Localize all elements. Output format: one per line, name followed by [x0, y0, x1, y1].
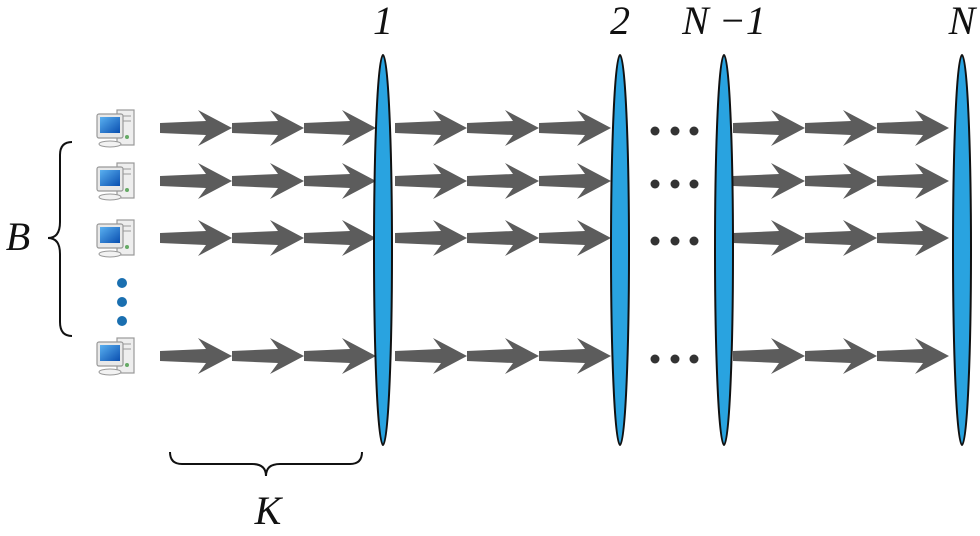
arrow	[467, 338, 539, 374]
ellipsis-dot	[650, 236, 660, 246]
ellipsis-dot	[650, 354, 660, 364]
arrow	[733, 163, 805, 199]
arrow	[232, 163, 304, 199]
arrow	[232, 110, 304, 146]
ellipsis-dot	[670, 179, 680, 189]
arrow	[733, 220, 805, 256]
computer-icon	[96, 219, 135, 258]
ellipsis-dot	[650, 126, 660, 136]
steps-brace	[169, 451, 363, 477]
arrow	[877, 338, 949, 374]
batch-label-b: B	[6, 214, 30, 259]
arrow	[539, 110, 611, 146]
computer-icon	[96, 337, 135, 376]
arrow	[160, 338, 232, 374]
arrow	[467, 163, 539, 199]
arrow	[160, 163, 232, 199]
arrow	[160, 110, 232, 146]
arrow	[539, 338, 611, 374]
arrow	[805, 110, 877, 146]
arrow	[395, 338, 467, 374]
steps-label-k: K	[254, 488, 284, 533]
stage-lens	[373, 54, 393, 446]
ellipsis-dot	[670, 126, 680, 136]
more-rows-dot	[117, 278, 127, 288]
arrow	[805, 163, 877, 199]
arrow	[395, 163, 467, 199]
stage-label-n: N	[948, 0, 978, 43]
ellipsis-dot	[689, 354, 699, 364]
arrow	[539, 220, 611, 256]
stage-lens	[714, 54, 734, 446]
ellipsis-dot	[689, 236, 699, 246]
arrow	[232, 338, 304, 374]
stage-label-1: 1	[373, 0, 393, 43]
arrow	[160, 220, 232, 256]
ellipsis-dot	[650, 179, 660, 189]
arrow	[304, 338, 376, 374]
arrow	[877, 110, 949, 146]
ellipsis-dot	[689, 126, 699, 136]
ellipsis-dot	[670, 354, 680, 364]
arrows-layer	[160, 110, 949, 374]
arrow	[304, 220, 376, 256]
arrow	[877, 163, 949, 199]
stage-lens	[610, 54, 630, 446]
arrow	[877, 220, 949, 256]
stage-lens	[952, 54, 972, 446]
lens-layer	[373, 54, 972, 446]
more-rows-dot	[117, 297, 127, 307]
arrow	[304, 163, 376, 199]
arrow	[395, 220, 467, 256]
arrow	[733, 110, 805, 146]
batch-brace	[47, 141, 73, 337]
arrow	[539, 163, 611, 199]
computer-icon	[96, 109, 135, 148]
stage-label-2: 2	[610, 0, 630, 43]
arrow	[733, 338, 805, 374]
ellipsis-dot	[689, 179, 699, 189]
arrow	[467, 220, 539, 256]
misc-layer	[96, 109, 699, 376]
arrow	[395, 110, 467, 146]
computer-icon	[96, 162, 135, 201]
more-rows-dot	[117, 316, 127, 326]
ellipsis-dot	[670, 236, 680, 246]
arrow	[304, 110, 376, 146]
arrow	[805, 220, 877, 256]
arrow	[232, 220, 304, 256]
arrow	[805, 338, 877, 374]
stage-label-n-minus-1: N −1	[681, 0, 766, 43]
arrow	[467, 110, 539, 146]
